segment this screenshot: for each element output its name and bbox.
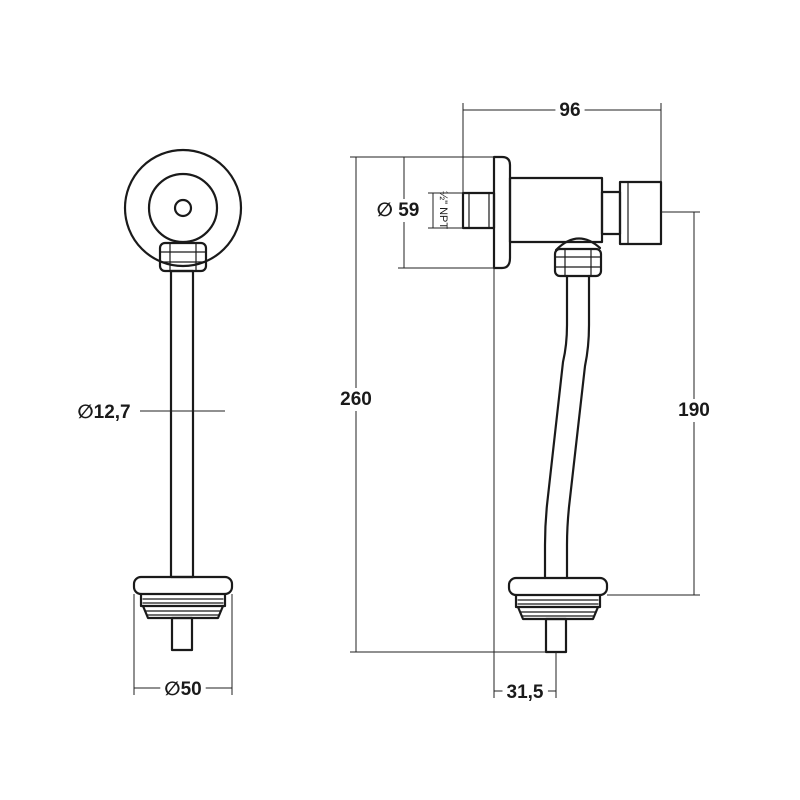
- side-base-thread: [514, 593, 602, 621]
- offset-label: 31,5: [507, 682, 544, 703]
- front-base-thread: [139, 592, 227, 620]
- side-valve-body: [508, 176, 604, 244]
- front-button-hole: [173, 198, 193, 218]
- front-base-flange: [132, 575, 234, 596]
- front-flange-outer: [123, 148, 243, 268]
- side-base-flange: [507, 576, 609, 597]
- side-button-neck: [600, 190, 622, 236]
- pipe-diameter-label: ∅12,7: [77, 402, 130, 423]
- front-flange-inner: [147, 172, 219, 244]
- side-threaded-stub: [461, 191, 496, 230]
- label-backdrop: [336, 388, 376, 411]
- side-outlet-boss: [554, 237, 602, 252]
- base-diameter-label: ∅50: [164, 679, 201, 700]
- side-curved-pipe: [543, 274, 591, 580]
- label-backdrop: [555, 99, 585, 122]
- side-wall-flange: [492, 155, 512, 270]
- front-tail-pipe: [170, 616, 194, 652]
- front-pipe: [169, 269, 195, 579]
- side-hex-nut: [553, 247, 603, 278]
- height-outlet-label: 190: [678, 400, 710, 421]
- label-backdrop: [674, 399, 714, 422]
- front-view: ∅12,7 ∅50: [73, 148, 243, 701]
- thread-label: ½" NPT: [437, 191, 449, 229]
- height-total-label: 260: [340, 389, 372, 410]
- label-backdrop: [372, 199, 424, 222]
- side-push-button: [618, 180, 663, 246]
- side-view: 96 ∅ 59 ½" NPT 260 190 31,5: [336, 99, 714, 704]
- label-backdrop: [502, 681, 548, 704]
- label-backdrop: [160, 678, 206, 701]
- label-backdrop: [73, 401, 135, 424]
- side-tail-pipe: [544, 617, 568, 654]
- width-total-label: 96: [559, 100, 580, 121]
- flange-diameter-label: ∅ 59: [377, 200, 420, 221]
